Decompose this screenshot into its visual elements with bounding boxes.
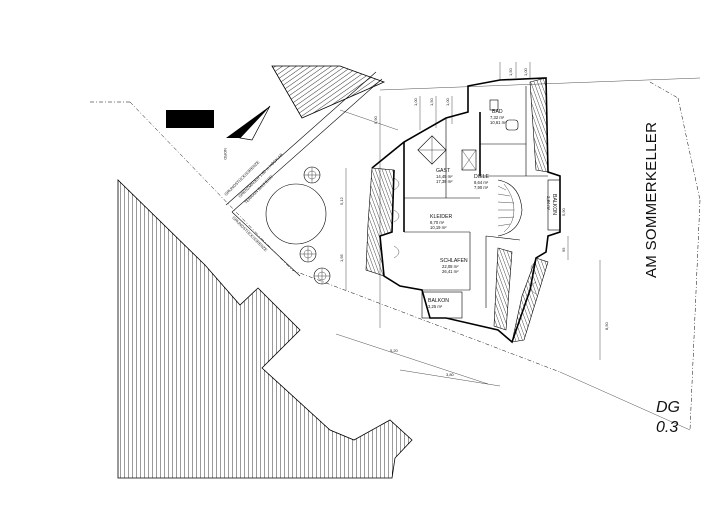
room-name: BAD — [492, 109, 503, 115]
dim-right-1: 5,90 — [561, 207, 566, 216]
room-name: BALKON — [428, 298, 449, 304]
dim-left-1: 5,12 — [339, 196, 344, 205]
dim-right-2: 8,50 — [604, 321, 609, 330]
room-diele: DIELE 8,64 m² 7,90 m² — [474, 174, 490, 190]
room-gast: GAST 14,45 m² 17,39 m² — [436, 168, 453, 184]
tree-small-1 — [303, 166, 321, 184]
bath-fixture-2 — [505, 119, 519, 131]
room-area-2: 10,19 m² — [430, 225, 447, 230]
balcony-right — [547, 179, 561, 231]
tree-large — [265, 183, 327, 245]
roof-slope-bottom — [493, 247, 513, 331]
roof-slope-right-top — [529, 77, 549, 173]
room-name: BALKON — [551, 194, 557, 215]
north-arrow — [226, 105, 271, 141]
room-kleider: KLEIDER 8,70 m² 10,19 m² — [430, 214, 452, 230]
street-name: AM SOMMERKELLER — [643, 122, 660, 278]
dim-bottom-1: 5,20 — [390, 348, 399, 353]
site-marker-block — [166, 110, 214, 128]
room-name: SCHLAFEN — [440, 258, 468, 264]
neighbour-building-hatched — [117, 179, 413, 479]
roof-slope-right-bottom — [511, 257, 549, 343]
bath-fixture-1 — [489, 99, 499, 111]
room-name: KLEIDER — [430, 214, 452, 220]
room-area-1: 22,08 m² — [442, 264, 459, 269]
site-boundary-lines — [90, 71, 701, 431]
room-area-1: 8,70 m² — [430, 220, 445, 225]
dim-top-2: 1,50 — [429, 97, 434, 106]
dim-bottom-2: 3,80 — [446, 372, 455, 377]
room-balkon-bottom: BALKON 3,25 m² — [428, 298, 449, 309]
dim-left-2: 1,95 — [339, 253, 344, 262]
boundary-label-2: GRUNDSTÜCKSGRENZE — [231, 215, 268, 252]
sheet-level: DG — [656, 399, 680, 416]
dimension-lines — [335, 62, 601, 387]
tree-small-3 — [313, 267, 331, 285]
room-area-1: 8,64 m² — [474, 180, 489, 185]
dim-left-3: 5,90 — [373, 115, 378, 124]
room-area-2: 10,61 m² — [490, 120, 507, 125]
neighbour-building-top — [271, 65, 386, 119]
tree-small-2 — [299, 245, 317, 263]
room-area-2: 7,90 m² — [474, 185, 489, 190]
building-footprint — [365, 77, 561, 344]
room-area-1: 7,32 m² — [490, 115, 505, 120]
room-name: GAST — [436, 168, 451, 174]
dim-top-5: 1,00 — [523, 67, 528, 76]
room-area-2: 26,41 m² — [442, 269, 459, 274]
room-schlafen: SCHLAFEN 22,08 m² 26,41 m² — [440, 258, 468, 274]
staircase — [497, 179, 523, 237]
skylight — [417, 135, 447, 165]
room-name: DIELE — [474, 174, 490, 180]
sheet-number: 0.3 — [656, 419, 678, 436]
trees — [265, 166, 331, 285]
room-bad: BAD 7,32 m² 10,61 m² — [490, 109, 507, 125]
room-area-2: 17,39 m² — [436, 179, 453, 184]
north-label: NORD — [223, 148, 228, 160]
dim-top-4: 1,50 — [508, 67, 513, 76]
balcony-bottom — [421, 291, 463, 319]
dim-top-1: 1,00 — [413, 97, 418, 106]
room-area-1: 2,84 m² — [546, 196, 551, 211]
room-area-1: 3,25 m² — [428, 304, 443, 309]
dim-right-3: 95 — [561, 247, 566, 252]
dim-top-3: 1,00 — [445, 97, 450, 106]
room-area-1: 14,45 m² — [436, 174, 453, 179]
room-balkon-right: BALKON 2,84 m² — [546, 194, 557, 215]
bath-fixture-3 — [461, 149, 477, 171]
